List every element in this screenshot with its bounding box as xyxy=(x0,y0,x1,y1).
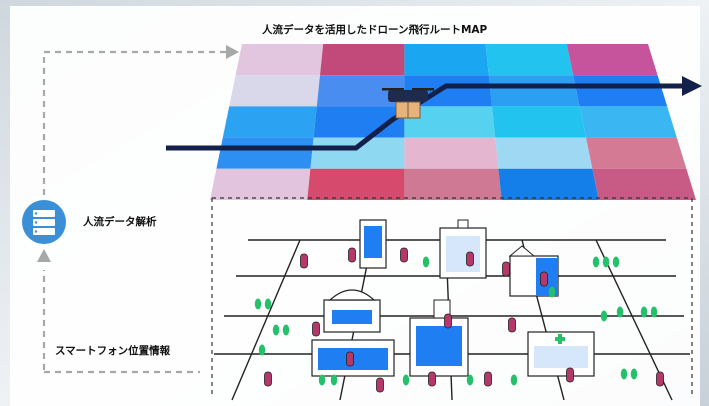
person-icon xyxy=(348,247,356,263)
tree-icon xyxy=(600,310,608,322)
tree-icon xyxy=(650,306,658,318)
heatmap-cell xyxy=(579,106,677,138)
person-icon xyxy=(444,313,452,329)
person-icon xyxy=(540,271,548,287)
tree-icon xyxy=(254,298,262,310)
person-icon xyxy=(566,367,574,383)
heatmap-cell xyxy=(316,75,405,107)
person-icon xyxy=(508,317,516,333)
heatmap-cell xyxy=(310,137,405,169)
heatmap-cell xyxy=(404,168,502,200)
heatmap-cell xyxy=(485,44,574,76)
trees xyxy=(254,256,658,386)
tree-icon xyxy=(602,256,610,268)
building-office-center xyxy=(439,219,487,279)
heatmap-cell xyxy=(404,106,496,138)
smartphone-location-label: スマートフォン位置情報 xyxy=(55,345,171,357)
tree-icon xyxy=(612,256,620,268)
tree-icon xyxy=(258,344,266,356)
heatmap-cell xyxy=(498,168,599,200)
data-flow-dashed-line xyxy=(37,45,239,374)
tree-icon xyxy=(620,368,628,380)
person-icon xyxy=(300,253,308,269)
heatmap-cell xyxy=(210,168,311,200)
upward-arrow-icon xyxy=(37,249,51,262)
tree-icon xyxy=(616,306,624,318)
building-hospital xyxy=(527,331,595,377)
tree-icon xyxy=(264,298,272,310)
heatmap-cell xyxy=(320,44,405,76)
tree-icon xyxy=(272,324,280,336)
tree-icon xyxy=(640,306,648,318)
building-school xyxy=(409,299,469,377)
heatmap-grid xyxy=(210,44,696,200)
tree-icon xyxy=(466,374,474,386)
heatmap-cell xyxy=(229,75,320,107)
tree-icon xyxy=(282,324,290,336)
tree-icon xyxy=(330,374,338,386)
person-icon xyxy=(312,321,320,337)
tree-icon xyxy=(510,374,518,386)
drone-flight-route xyxy=(166,76,702,151)
flow-analysis-label: 人流データ解析 xyxy=(83,216,157,228)
heatmap-cell xyxy=(495,137,593,169)
person-icon xyxy=(400,247,408,263)
tree-icon xyxy=(318,374,326,386)
heatmap-cell xyxy=(307,168,405,200)
person-icon xyxy=(502,261,510,277)
heatmap-cell xyxy=(222,106,317,138)
heatmap-cell xyxy=(216,137,314,169)
building-dome xyxy=(323,289,381,333)
route-arrowhead-icon xyxy=(682,76,702,96)
projection-guides xyxy=(211,197,693,396)
right-arrow-icon xyxy=(226,45,239,59)
person-icon xyxy=(264,371,272,387)
heatmap-cell xyxy=(235,44,324,76)
heatmap-cell xyxy=(573,75,668,107)
heatmap-cell xyxy=(592,168,696,200)
heatmap-cell xyxy=(566,44,658,76)
person-icon xyxy=(428,371,436,387)
person-icon xyxy=(484,371,492,387)
heatmap-cell xyxy=(404,137,499,169)
tree-icon xyxy=(630,368,638,380)
heatmap-cell xyxy=(586,137,687,169)
server-icon xyxy=(22,200,66,244)
tree-icon xyxy=(422,256,430,268)
heatmap-cell xyxy=(492,106,586,138)
tree-icon xyxy=(402,374,410,386)
heatmap-cell xyxy=(488,75,580,107)
tree-icon xyxy=(548,286,556,298)
person-icon xyxy=(376,377,384,393)
person-icon xyxy=(346,351,354,367)
person-icon xyxy=(466,251,474,267)
person-icon xyxy=(656,371,664,387)
pedestrians xyxy=(264,247,664,393)
map-title: 人流データを活用したドローン飛行ルートMAP xyxy=(262,24,488,36)
tree-icon xyxy=(592,256,600,268)
building-tall-blue xyxy=(359,219,387,269)
heatmap-cell xyxy=(404,44,489,76)
drone-with-package-icon xyxy=(382,88,434,119)
